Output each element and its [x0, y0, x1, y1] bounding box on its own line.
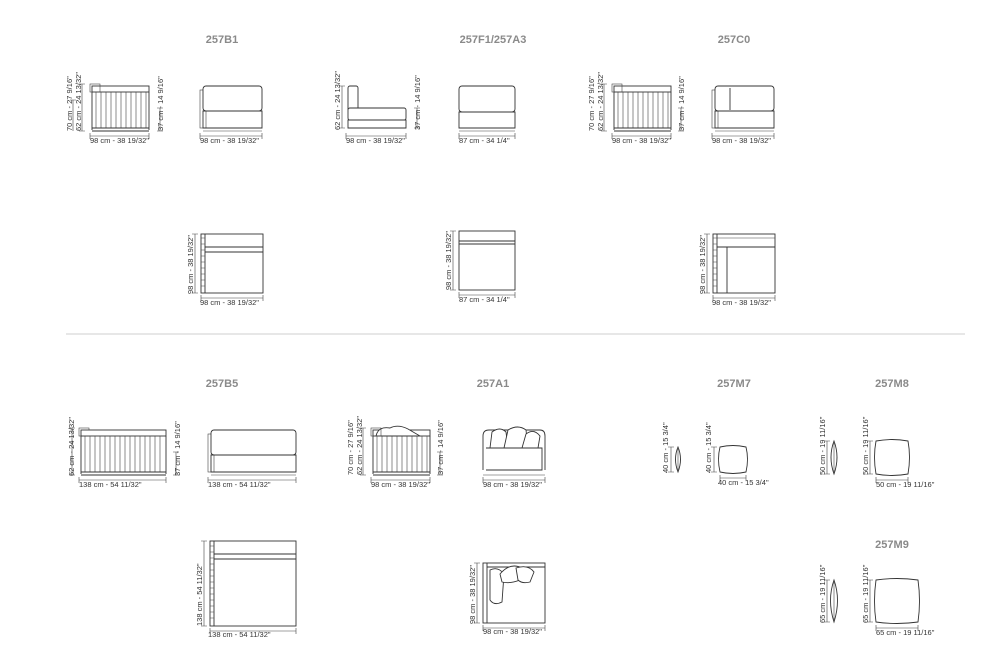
- 257m9-side-height-label: 65 cm - 19 11/16": [818, 564, 827, 623]
- 257m8-front-height-label: 50 cm - 19 11/16": [861, 416, 870, 475]
- 257b1-side-height-label: 70 cm - 27 9/16": [65, 76, 74, 131]
- 257m9-width-label: 65 cm - 19 11/16": [876, 628, 935, 637]
- 257f1-base-height-label: 37 cm - 14 9/16": [413, 75, 422, 130]
- 257f1-side-view: [339, 85, 420, 139]
- 257f1-front-view: [458, 85, 516, 139]
- 257m8-side-height-label: 50 cm - 19 11/16": [818, 416, 827, 475]
- 257b1-side-depth-label: 98 cm - 38 19/32": [90, 136, 149, 145]
- 257a1-side-height-label: 70 cm - 27 9/16": [346, 420, 355, 475]
- 257b1-top-width-label: 98 cm - 38 19/32": [200, 298, 259, 307]
- 257m8-cushion-drawing: [824, 439, 910, 483]
- 257a1-top-view: [474, 562, 546, 631]
- 257b5-top-view: [201, 540, 297, 634]
- 257m9-cushion-drawing: [824, 578, 920, 631]
- 257m9-front-height-label: 65 cm - 19 11/16": [861, 564, 870, 623]
- code-257m8: 257M8: [875, 378, 909, 390]
- 257m7-cushion-drawing: [668, 445, 748, 481]
- 257m7-width-label: 40 cm - 15 3/4": [718, 478, 769, 487]
- 257c0-side-depth-label: 98 cm - 38 19/32": [612, 136, 671, 145]
- 257b5-top-depth-label: 138 cm - 54 11/32": [195, 563, 204, 626]
- 257b1-top-view: [192, 233, 264, 301]
- 257m7-front-height-label: 40 cm - 15 3/4": [704, 422, 713, 473]
- 257a1-base-height-label: 37 cm - 14 9/16": [436, 420, 445, 475]
- 257c0-side-view: [601, 83, 684, 139]
- 257b5-front-width-label: 138 cm - 54 11/32": [208, 480, 271, 489]
- 257f1-side-depth-label: 98 cm - 38 19/32": [346, 136, 405, 145]
- 257a1-seat-height-label: 62 cm - 24 13/32": [355, 416, 364, 475]
- 257f1-top-depth-label: 98 cm - 38 19/32": [444, 231, 453, 290]
- 257c0-base-height-label: 37 cm - 14 9/16": [677, 76, 686, 131]
- 257f1-front-width-label: 87 cm - 34 1/4": [459, 136, 510, 145]
- 257a1-front-view: [482, 426, 546, 483]
- 257a1-top-width-label: 98 cm - 38 19/32": [483, 627, 542, 636]
- 257a1-side-view: [360, 425, 443, 483]
- code-257c0: 257C0: [718, 34, 750, 46]
- 257b1-side-view: [70, 83, 163, 139]
- 257a1-top-depth-label: 98 cm - 38 19/32": [468, 565, 477, 624]
- 257m7-side-height-label: 40 cm - 15 3/4": [661, 422, 670, 473]
- 257b5-side-view: [69, 427, 179, 483]
- 257c0-front-view: [711, 85, 775, 139]
- 257b1-front-view: [199, 85, 263, 139]
- 257b5-side-width-label: 138 cm - 54 11/32": [79, 480, 142, 489]
- 257b5-top-width-label: 138 cm - 54 11/32": [208, 630, 271, 639]
- code-257b1: 257B1: [206, 34, 238, 46]
- 257m8-width-label: 50 cm - 19 11/16": [876, 480, 935, 489]
- code-257b5: 257B5: [206, 378, 238, 390]
- 257b5-side-height-label: 62 cm - 24 13/32": [67, 417, 76, 476]
- 257b5-front-view: [207, 429, 297, 483]
- 257b1-seat-height-label: 62 cm - 24 13/32": [74, 72, 83, 131]
- 257a1-side-depth-label: 98 cm - 38 19/32": [371, 480, 430, 489]
- code-257a1: 257A1: [477, 378, 509, 390]
- 257f1-side-height-label: 62 cm - 24 13/32": [333, 71, 342, 130]
- 257b1-base-height-label: 37 cm - 14 9/16": [156, 76, 165, 131]
- 257c0-front-width-label: 98 cm - 38 19/32": [712, 136, 771, 145]
- 257c0-top-view: [704, 233, 776, 301]
- 257c0-top-depth-label: 98 cm - 38 19/32": [698, 235, 707, 294]
- 257c0-top-width-label: 98 cm - 38 19/32": [712, 298, 771, 307]
- 257b1-front-width-label: 98 cm - 38 19/32": [200, 136, 259, 145]
- code-257m7: 257M7: [717, 378, 751, 390]
- 257f1-top-width-label: 87 cm - 34 1/4": [459, 295, 510, 304]
- code-257f1-257a3: 257F1/257A3: [460, 34, 527, 46]
- 257c0-side-height-label: 70 cm - 27 9/16": [587, 76, 596, 131]
- 257b1-top-depth-label: 98 cm - 38 19/32": [186, 235, 195, 294]
- 257b5-base-height-label: 37 cm - 14 9/16": [173, 421, 182, 476]
- 257a1-front-width-label: 98 cm - 38 19/32": [483, 480, 542, 489]
- 257c0-seat-height-label: 62 cm - 24 13/32": [596, 72, 605, 131]
- 257f1-top-view: [450, 230, 516, 298]
- code-257m9: 257M9: [875, 539, 909, 551]
